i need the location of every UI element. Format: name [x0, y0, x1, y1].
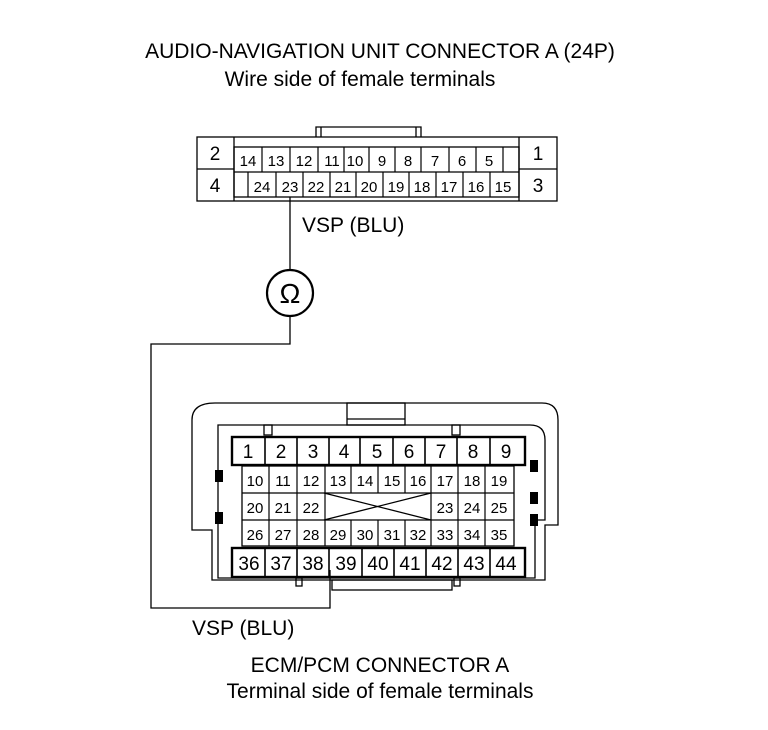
- pin-side-2: 2: [210, 144, 221, 165]
- audio-navigation-connector: 2 4 1 3 14 13 12 11 10 9 8 7 6 5 24 23 2…: [196, 126, 558, 202]
- ecm-pin-9: 9: [501, 442, 512, 463]
- pin-23: 23: [282, 179, 299, 196]
- ohm-symbol: Ω: [280, 278, 301, 309]
- ecm-pin-22: 22: [303, 500, 320, 517]
- ecm-pin-6: 6: [404, 442, 415, 463]
- ecm-pin-44: 44: [495, 554, 517, 575]
- pin-9: 9: [378, 153, 386, 170]
- ecm-pin-40: 40: [367, 554, 388, 575]
- ecm-pin-19: 19: [491, 473, 508, 490]
- top-connector-title: AUDIO-NAVIGATION UNIT CONNECTOR A (24P): [145, 40, 615, 63]
- ecm-pin-36: 36: [238, 554, 259, 575]
- pin-side-1: 1: [533, 144, 544, 165]
- ecm-pin-32: 32: [410, 527, 427, 544]
- ecm-pin-11: 11: [275, 473, 291, 490]
- ecm-pin-25: 25: [491, 500, 508, 517]
- test-wire: [150, 197, 331, 609]
- ecm-pin-23: 23: [437, 500, 454, 517]
- pin-13: 13: [268, 153, 285, 170]
- pin-18: 18: [414, 179, 431, 196]
- ecm-pin-17: 17: [437, 473, 454, 490]
- ecm-pin-4: 4: [339, 442, 350, 463]
- pin-17: 17: [441, 179, 458, 196]
- ecm-pin-15: 15: [384, 473, 401, 490]
- pin-side-4: 4: [210, 176, 221, 197]
- ecm-pin-10: 10: [247, 473, 264, 490]
- pin-6: 6: [458, 153, 466, 170]
- ecm-pin-18: 18: [464, 473, 481, 490]
- ecm-pin-24: 24: [464, 500, 481, 517]
- top-connector-subtitle: Wire side of female terminals: [225, 68, 496, 91]
- ecm-pin-43: 43: [463, 554, 484, 575]
- ohmmeter-icon: Ω: [265, 268, 315, 318]
- bottom-connector-title: ECM/PCM CONNECTOR A: [251, 654, 510, 677]
- ecm-pin-34: 34: [464, 527, 481, 544]
- ecm-pin-35: 35: [491, 527, 508, 544]
- ecm-pin-7: 7: [436, 442, 447, 463]
- pin-20: 20: [361, 179, 378, 196]
- wire-label-bottom: VSP (BLU): [192, 617, 294, 640]
- ecm-pin-42: 42: [431, 554, 452, 575]
- pin-24: 24: [254, 179, 271, 196]
- ecm-pin-37: 37: [270, 554, 291, 575]
- pin-8: 8: [404, 153, 412, 170]
- ecm-pin-3: 3: [308, 442, 319, 463]
- ecm-pin-41: 41: [399, 554, 420, 575]
- ecm-pin-16: 16: [410, 473, 427, 490]
- ecm-pin-21: 21: [275, 500, 292, 517]
- bottom-connector-subtitle: Terminal side of female terminals: [227, 680, 534, 703]
- pin-15: 15: [495, 179, 512, 196]
- ecm-pin-8: 8: [468, 442, 479, 463]
- pin-21: 21: [335, 179, 352, 196]
- pin-side-3: 3: [533, 176, 544, 197]
- ecm-pin-27: 27: [275, 527, 292, 544]
- pin-22: 22: [308, 179, 325, 196]
- ecm-pin-20: 20: [247, 500, 264, 517]
- ecm-pcm-connector: 1 2 3 4 5 6 7 8 9 10 11 12 13 14 15 16 1…: [191, 402, 559, 591]
- pin-19: 19: [388, 179, 405, 196]
- ecm-pin-13: 13: [330, 473, 347, 490]
- ecm-pin-38: 38: [302, 554, 323, 575]
- ecm-pin-31: 31: [384, 527, 401, 544]
- ecm-pin-12: 12: [303, 473, 320, 490]
- ecm-pin-30: 30: [357, 527, 374, 544]
- ecm-pin-39: 39: [335, 554, 356, 575]
- ecm-pin-29: 29: [330, 527, 347, 544]
- ecm-pin-1: 1: [243, 442, 254, 463]
- ecm-pin-2: 2: [276, 442, 287, 463]
- pin-11: 11: [324, 153, 340, 170]
- ecm-pin-14: 14: [357, 473, 374, 490]
- ecm-pin-33: 33: [437, 527, 454, 544]
- wire-label-top: VSP (BLU): [302, 214, 404, 237]
- pin-16: 16: [468, 179, 485, 196]
- pin-12: 12: [296, 153, 313, 170]
- pin-14: 14: [240, 153, 257, 170]
- pin-7: 7: [431, 153, 439, 170]
- ecm-pin-26: 26: [247, 527, 264, 544]
- ecm-pin-5: 5: [372, 442, 383, 463]
- pin-5: 5: [485, 153, 493, 170]
- ecm-pin-28: 28: [303, 527, 320, 544]
- pin-10: 10: [347, 153, 364, 170]
